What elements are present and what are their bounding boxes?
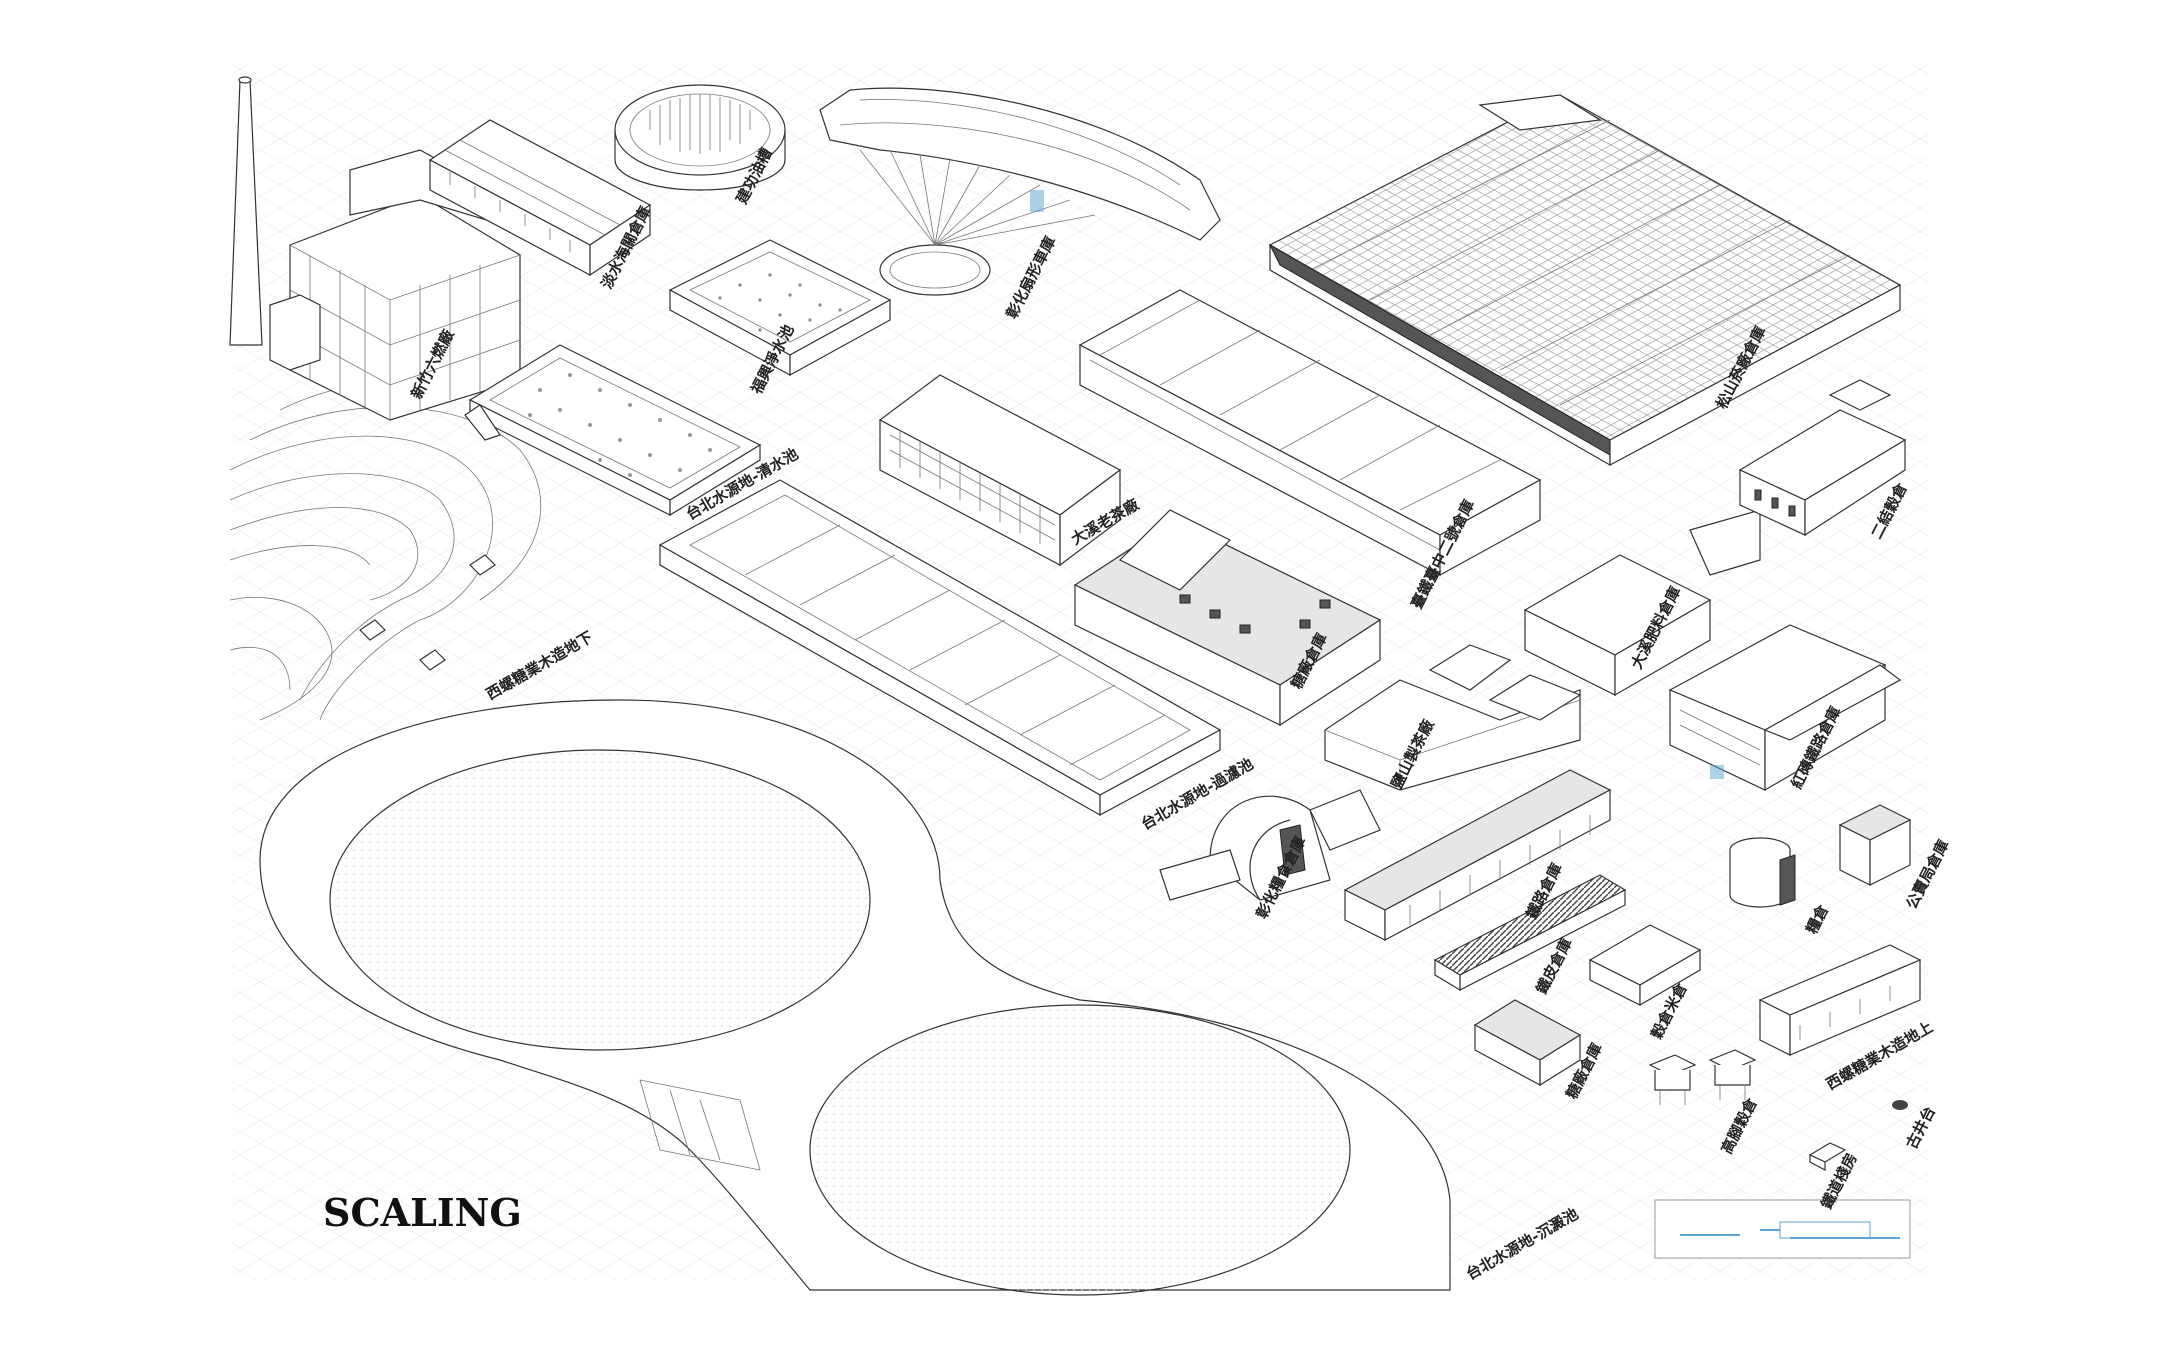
building-tea-complex — [1073, 509, 1382, 727]
chimney — [229, 76, 263, 346]
building-fuxing-reservoir — [668, 239, 892, 377]
building-public-warehouse — [1838, 804, 1912, 886]
building-red-brick-warehouse — [1668, 624, 1902, 792]
building-ximen-above — [1758, 944, 1922, 1056]
building-changhua-warehouse — [1159, 789, 1381, 901]
building-taipei-filter-pool — [658, 479, 1222, 817]
building-keelung-factory — [1324, 644, 1582, 791]
building-changhua-roundhouse — [819, 87, 1221, 296]
building-daxi-tea-factory — [878, 374, 1122, 567]
contour-lines — [229, 380, 561, 721]
drawing-title: SCALING — [323, 1190, 522, 1235]
building-sugar-warehouse — [1473, 999, 1582, 1087]
building-jianshi-tank — [614, 84, 786, 191]
building-ancient-well — [1892, 1100, 1908, 1110]
building-corrugated-warehouse — [1433, 874, 1627, 992]
building-ximen-underground — [359, 554, 496, 671]
building-ershui-warehouse — [1738, 379, 1907, 537]
building-tamsui-warehouse — [428, 119, 652, 277]
building-songshan-factory — [1268, 94, 1902, 467]
building-taipei-clear-pool — [464, 344, 762, 517]
building-stilt-granary — [1648, 1049, 1757, 1105]
building-granary — [1729, 837, 1796, 908]
building-warehouse-2 — [1523, 509, 1761, 697]
scale-legend — [1654, 1199, 1911, 1259]
building-rice-warehouse — [1588, 924, 1702, 1007]
building-rail-warehouse — [1343, 769, 1612, 941]
building-small-shed — [1808, 1142, 1847, 1171]
building-long-shed — [1078, 289, 1542, 577]
building-taipei-sedimentation — [259, 699, 1451, 1296]
